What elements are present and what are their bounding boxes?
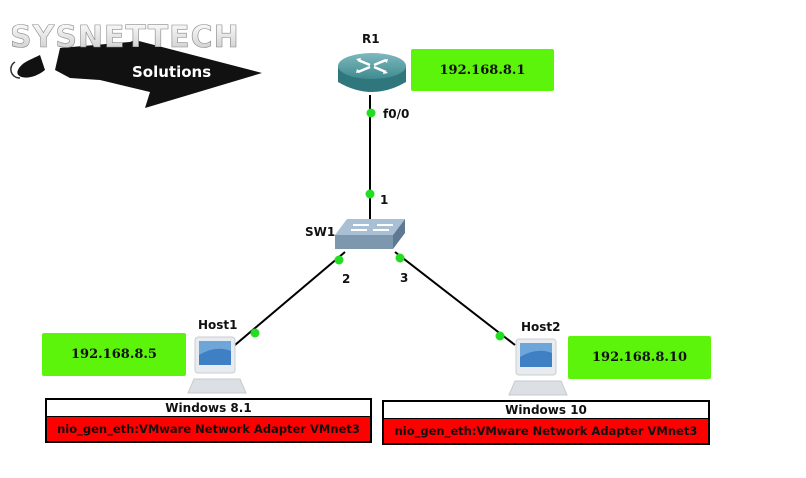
- port-label-sw1-2: 2: [342, 272, 351, 286]
- port-status-dot-r1-f0: [366, 108, 376, 118]
- host1-info-note[interactable]: Windows 8.1 nio_gen_eth:VMware Network A…: [45, 398, 372, 443]
- ip-text-r1: 192.168.8.1: [439, 62, 526, 78]
- port-status-dot-sw1-2: [334, 255, 344, 265]
- port-label-r1-f0: f0/0: [383, 107, 410, 121]
- port-label-sw1-1: 1: [380, 193, 389, 207]
- node-label-r1: R1: [362, 32, 380, 46]
- os-label-host1: Windows 8.1: [47, 400, 370, 417]
- port-status-dot-host1: [250, 328, 260, 338]
- port-label-sw1-3: 3: [400, 271, 409, 285]
- host2-info-note[interactable]: Windows 10 nio_gen_eth:VMware Network Ad…: [382, 400, 710, 445]
- port-status-dot-sw1-3: [395, 253, 405, 263]
- logo-title: SYSNETTECH: [10, 20, 240, 55]
- ip-label-host1[interactable]: 192.168.8.5: [42, 333, 186, 376]
- link-sw1-host2[interactable]: [394, 251, 516, 346]
- switch-icon: [335, 219, 405, 249]
- logo-graphic: SYSNETTECH Solutions: [10, 20, 262, 108]
- router-r1[interactable]: [336, 50, 408, 96]
- arrow-shape: [55, 40, 262, 108]
- host-host1[interactable]: [186, 335, 248, 397]
- switch-sw1[interactable]: [333, 217, 407, 251]
- ip-text-host2: 192.168.8.10: [592, 350, 687, 365]
- router-icon: [338, 53, 406, 92]
- host-icon: [187, 336, 247, 394]
- host-icon: [508, 338, 568, 396]
- os-label-host2: Windows 10: [384, 402, 708, 419]
- ip-label-r1[interactable]: 192.168.8.1: [411, 49, 554, 91]
- node-label-host1: Host1: [198, 318, 238, 332]
- sysnettech-logo: SYSNETTECH Solutions: [0, 0, 320, 120]
- ip-label-host2[interactable]: 192.168.8.10: [568, 336, 711, 379]
- port-status-dot-sw1-1: [365, 189, 375, 199]
- adapter-label-host1: nio_gen_eth:VMware Network Adapter VMnet…: [47, 417, 370, 441]
- node-label-sw1: SW1: [305, 225, 336, 239]
- node-label-host2: Host2: [521, 320, 561, 334]
- adapter-label-host2: nio_gen_eth:VMware Network Adapter VMnet…: [384, 419, 708, 443]
- host-host2[interactable]: [507, 337, 569, 399]
- port-status-dot-host2: [495, 331, 505, 341]
- ip-text-host1: 192.168.8.5: [71, 347, 157, 362]
- logo-subtitle: Solutions: [132, 63, 211, 81]
